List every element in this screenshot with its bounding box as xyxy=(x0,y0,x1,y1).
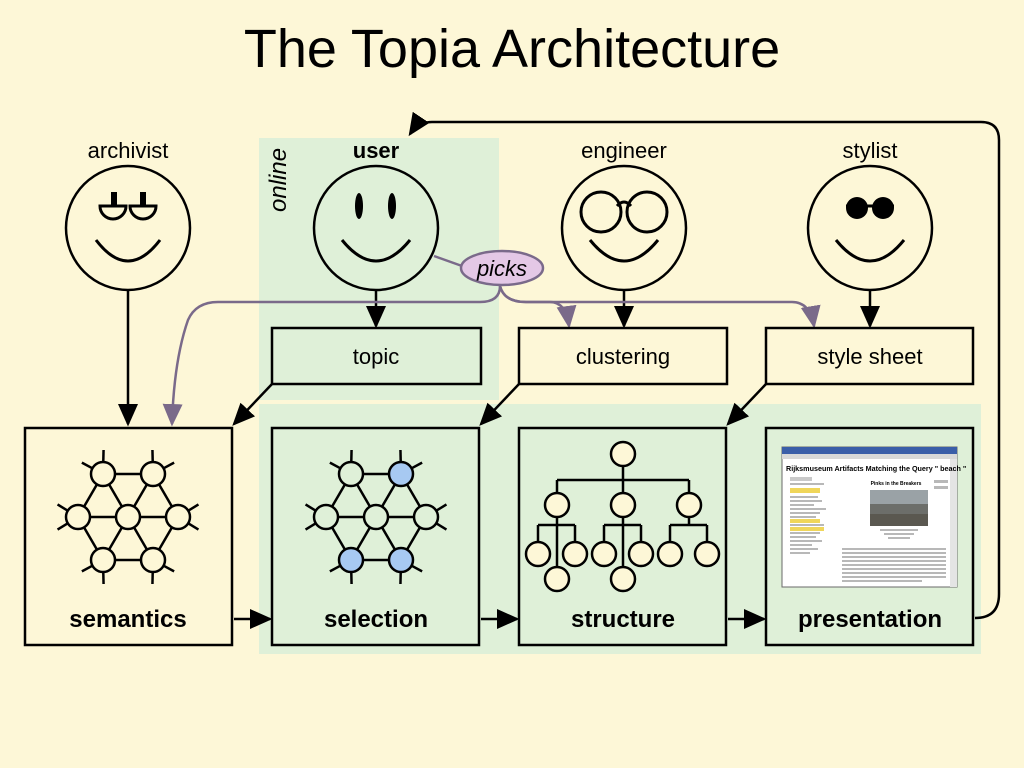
web-page-thumbnail: Rijksmuseum Artifacts Matching the Query… xyxy=(781,446,966,588)
graph-edge-stub xyxy=(304,522,317,531)
graph-node xyxy=(114,503,142,531)
stylist-face-icon xyxy=(806,164,934,292)
graph-icon xyxy=(56,449,200,585)
clustering-label: clustering xyxy=(576,344,670,369)
graph-edge-stub xyxy=(329,564,342,573)
graph-edge-stub xyxy=(162,461,175,470)
role-stylist-label: stylist xyxy=(843,138,898,163)
graph-edge-stub xyxy=(162,564,175,573)
selection-box: selection xyxy=(270,426,481,647)
graph-node xyxy=(139,546,167,574)
graph-edge-stub xyxy=(435,522,448,531)
tree-icon xyxy=(524,440,721,593)
selection-graph-icon xyxy=(304,449,448,585)
semantics-box: semantics xyxy=(23,426,234,647)
graph-edge-stub xyxy=(187,503,200,512)
feedback-arrow xyxy=(408,111,1001,620)
slide-title: The Topia Architecture xyxy=(243,19,781,79)
graph-edge-stub xyxy=(410,461,423,470)
graph-node-selected xyxy=(337,546,365,574)
graph-node xyxy=(337,460,365,488)
stylesheet-to-structure-arrow xyxy=(726,383,767,426)
online-label: online xyxy=(265,148,292,212)
semantics-label: semantics xyxy=(69,606,186,633)
clustering-box: clustering xyxy=(517,326,729,386)
role-archivist-label: archivist xyxy=(88,138,169,163)
graph-node xyxy=(64,503,92,531)
graph-node xyxy=(312,503,340,531)
picks-label: picks xyxy=(476,256,527,281)
topic-box: topic xyxy=(270,326,483,386)
graph-edge-stub xyxy=(410,564,423,573)
graph-node xyxy=(89,460,117,488)
archivist-face-icon xyxy=(64,164,192,292)
graph-edge-stub xyxy=(304,503,317,512)
graph-edge-stub xyxy=(81,564,94,573)
topic-to-semantics-arrow xyxy=(232,383,273,426)
style-sheet-label: style sheet xyxy=(817,344,922,369)
topic-label: topic xyxy=(353,344,399,369)
user-face-icon xyxy=(312,164,440,292)
graph-edge-stub xyxy=(329,461,342,470)
role-user-label: user xyxy=(353,138,400,163)
graph-edge-stub xyxy=(56,522,69,531)
structure-label: structure xyxy=(571,606,675,633)
clustering-to-selection-arrow xyxy=(479,383,520,426)
role-engineer-label: engineer xyxy=(581,138,667,163)
thumbnail-heading: Rijksmuseum Artifacts Matching the Query… xyxy=(786,464,966,473)
thumbnail-subheading: Pinks in the Breakers xyxy=(871,481,922,487)
picks-bubble: picks xyxy=(459,249,545,287)
graph-edge-stub xyxy=(81,461,94,470)
graph-node-selected xyxy=(387,546,415,574)
graph-node-selected xyxy=(387,460,415,488)
engineer-face-icon xyxy=(560,164,688,292)
graph-node xyxy=(164,503,192,531)
style-sheet-box: style sheet xyxy=(764,326,975,386)
selection-label: selection xyxy=(324,606,428,633)
graph-node xyxy=(412,503,440,531)
graph-edge-stub xyxy=(435,503,448,512)
picks-arrows xyxy=(162,254,821,427)
graph-node xyxy=(139,460,167,488)
graph-edge-stub xyxy=(187,522,200,531)
graph-edge-stub xyxy=(56,503,69,512)
graph-node xyxy=(89,546,117,574)
presentation-label: presentation xyxy=(798,606,942,633)
graph-node xyxy=(362,503,390,531)
